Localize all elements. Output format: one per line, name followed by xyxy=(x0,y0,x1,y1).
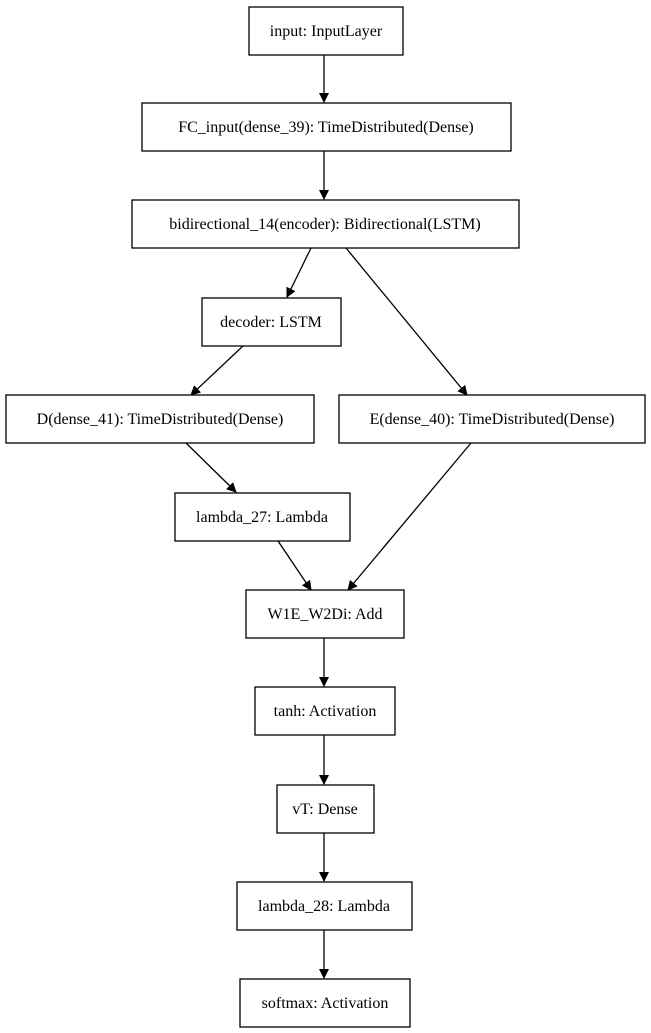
node-label-vt: vT: Dense xyxy=(292,801,357,818)
edge-lambda-27-to-add xyxy=(277,540,312,591)
edge-d-dense-to-lambda-27 xyxy=(185,442,237,493)
node-lambda-28: lambda_28: Lambda xyxy=(236,881,413,931)
node-d-dense: D(dense_41): TimeDistributed(Dense) xyxy=(5,394,315,444)
node-label-tanh: tanh: Activation xyxy=(274,703,377,720)
node-add: W1E_W2Di: Add xyxy=(245,589,405,639)
node-e-dense: E(dense_40): TimeDistributed(Dense) xyxy=(338,394,646,444)
node-label-softmax: softmax: Activation xyxy=(262,995,389,1012)
node-label-d-dense: D(dense_41): TimeDistributed(Dense) xyxy=(37,411,284,428)
node-lambda-27: lambda_27: Lambda xyxy=(174,492,351,542)
node-fc-input: FC_input(dense_39): TimeDistributed(Dens… xyxy=(141,102,512,152)
node-label-decoder: decoder: LSTM xyxy=(220,314,322,331)
node-label-e-dense: E(dense_40): TimeDistributed(Dense) xyxy=(370,411,615,428)
edge-bidirectional-to-decoder xyxy=(286,247,312,298)
node-label-fc-input: FC_input(dense_39): TimeDistributed(Dens… xyxy=(178,119,474,136)
node-bidirectional: bidirectional_14(encoder): Bidirectional… xyxy=(131,199,520,249)
node-label-lambda-27: lambda_27: Lambda xyxy=(196,509,328,526)
edge-decoder-to-d-dense xyxy=(190,345,244,396)
edge-e-dense-to-add xyxy=(347,442,472,591)
edges xyxy=(185,55,472,979)
node-vt: vT: Dense xyxy=(276,784,375,834)
node-input: input: InputLayer xyxy=(248,6,404,56)
node-label-add: W1E_W2Di: Add xyxy=(267,606,382,623)
node-label-bidirectional: bidirectional_14(encoder): Bidirectional… xyxy=(169,216,480,233)
node-label-lambda-28: lambda_28: Lambda xyxy=(258,898,390,915)
node-tanh: tanh: Activation xyxy=(254,686,396,736)
node-decoder: decoder: LSTM xyxy=(201,297,342,347)
node-label-input: input: InputLayer xyxy=(270,23,383,40)
node-softmax: softmax: Activation xyxy=(239,978,411,1028)
edge-bidirectional-to-e-dense xyxy=(345,247,468,396)
